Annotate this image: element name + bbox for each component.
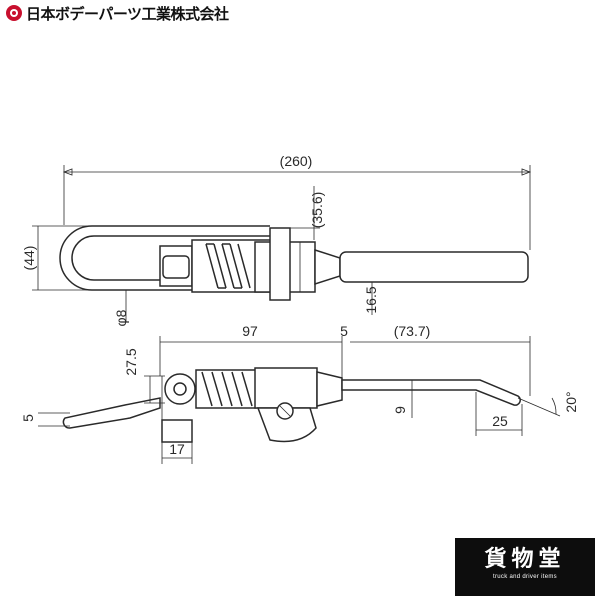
hook-rod	[62, 397, 161, 429]
dim-overall-length: (260)	[280, 153, 313, 169]
pin-roller	[162, 255, 190, 279]
side-lever	[256, 407, 317, 443]
tapered-neck	[314, 248, 341, 286]
dim-rod-dia: 9	[392, 406, 408, 414]
dim-base-width: 17	[169, 441, 185, 457]
dim-tip: 5	[20, 414, 36, 422]
side-handle-rod	[341, 379, 521, 406]
dim-spring-length: 97	[242, 323, 258, 339]
latch-loop	[59, 225, 270, 291]
spring-coils	[205, 243, 251, 289]
handle-grip	[339, 251, 529, 283]
side-view: 97 5 (73.7) 27.5 5 9 25 20° 17	[20, 323, 579, 464]
eye-ring-hole	[173, 382, 187, 396]
shop-logo: 貨物堂 truck and driver items	[455, 538, 595, 596]
dim-handle-length: (73.7)	[394, 323, 431, 339]
brand-name: 日本ボデーパーツ工業株式会社	[26, 4, 229, 23]
side-spring-coils	[201, 371, 253, 407]
side-body	[254, 367, 318, 409]
shop-tagline: truck and driver items	[493, 574, 557, 580]
collar-flange	[269, 227, 291, 301]
brand-mark-icon	[6, 5, 22, 21]
dim-rod: 16.5	[363, 286, 379, 313]
dim-height: (44)	[21, 246, 37, 271]
dim-gap: 5	[340, 323, 348, 339]
dim-loop-dia: φ8	[113, 309, 129, 326]
dim-spring-block: (35.6)	[309, 192, 325, 229]
dim-bend-length: 25	[492, 413, 508, 429]
top-view: (260) (44) (35.6) 16.5 φ8	[21, 153, 532, 326]
shop-name: 貨物堂	[484, 547, 566, 572]
brand-logo: 日本ボデーパーツ工業株式会社	[6, 2, 229, 24]
side-sleeve	[316, 371, 343, 407]
base-bracket	[161, 419, 193, 443]
latch-loop-inner	[71, 235, 270, 281]
dim-angle: 20°	[563, 391, 579, 412]
dim-offset-height: 27.5	[123, 348, 139, 375]
side-spring-housing	[195, 369, 257, 409]
